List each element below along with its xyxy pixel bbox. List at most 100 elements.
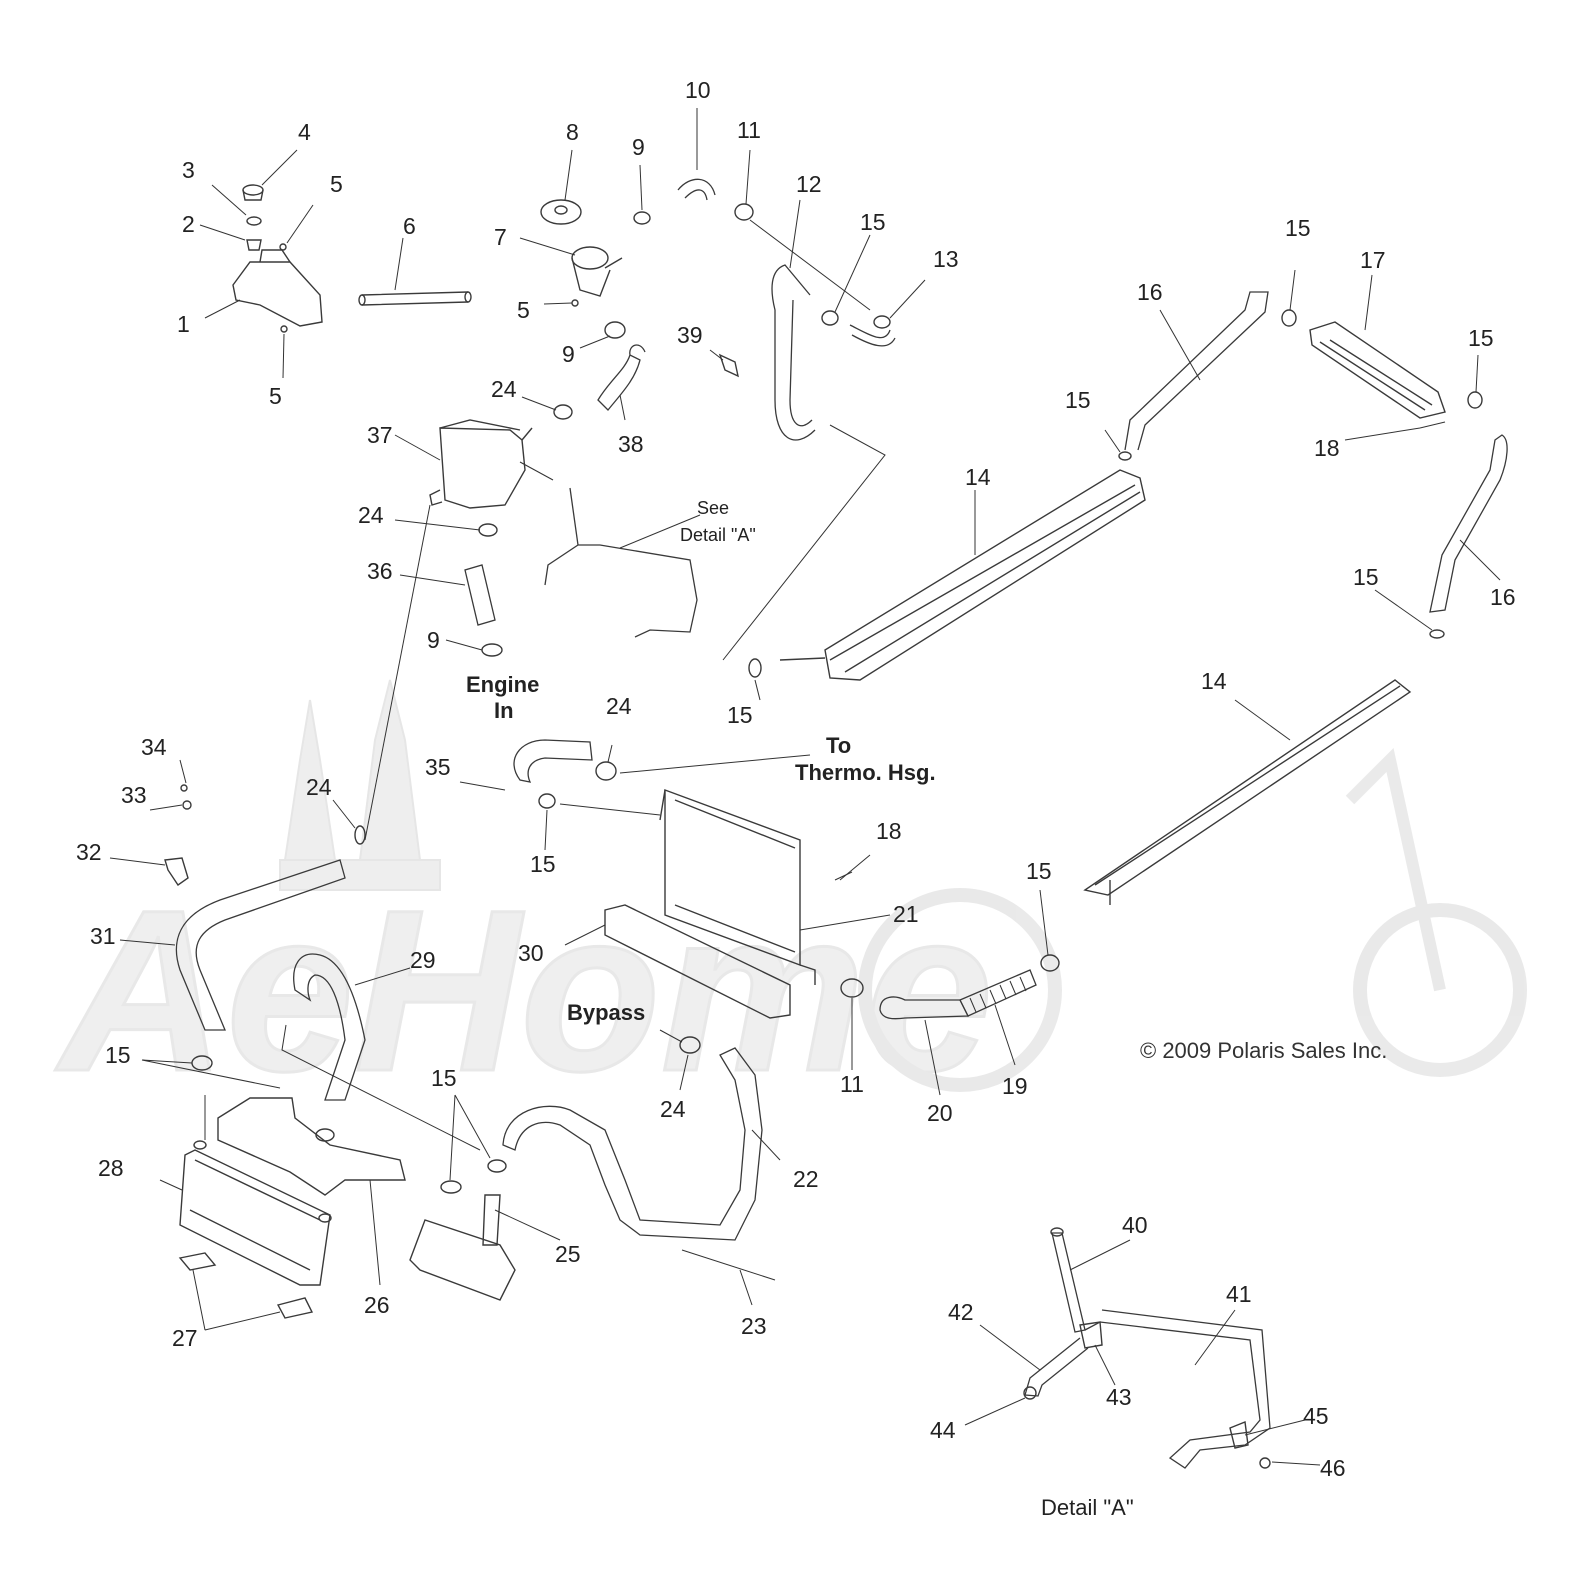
notes: See Detail "A" Engine In To Thermo. Hsg.… <box>466 498 1387 1520</box>
callout-24d: 24 <box>306 774 332 800</box>
filler-neck-part-7 <box>571 246 623 297</box>
hose-part-38 <box>597 344 646 411</box>
callout-31: 31 <box>90 923 116 949</box>
clamp-part-24c <box>595 761 617 781</box>
callout-38: 38 <box>618 431 644 457</box>
clamp-part-24a <box>553 404 573 420</box>
callout-39: 39 <box>677 322 703 348</box>
callout-26: 26 <box>364 1292 390 1318</box>
callout-9c: 9 <box>427 627 440 653</box>
clamp-part-15a <box>821 310 839 326</box>
callout-24a: 24 <box>491 376 517 402</box>
callout-3: 3 <box>182 157 195 183</box>
callout-42: 42 <box>948 1299 974 1325</box>
callout-29: 29 <box>410 947 436 973</box>
engine-in-label-line1: Engine <box>466 672 539 697</box>
callout-1: 1 <box>177 311 190 337</box>
callout-11a: 11 <box>737 117 761 143</box>
callout-14a: 14 <box>965 464 991 490</box>
callout-34: 34 <box>141 734 167 760</box>
pin-part-18b <box>834 871 853 881</box>
callout-6: 6 <box>403 213 416 239</box>
hose-part-13 <box>849 324 896 347</box>
callout-15c: 15 <box>1468 325 1494 351</box>
callout-24b: 24 <box>358 502 384 528</box>
watermark-castle-icon <box>279 679 441 891</box>
clamp-part-15d <box>1281 309 1297 327</box>
pad-part-27a <box>178 1252 217 1271</box>
tube-part-42 <box>1024 1337 1089 1397</box>
callout-43: 43 <box>1106 1384 1132 1410</box>
clamp-part-15f <box>1429 629 1445 639</box>
clamp-part-11b <box>840 978 864 998</box>
callout-14b: 14 <box>1201 668 1227 694</box>
clamp-part-11a <box>734 203 754 221</box>
cap-part-4 <box>242 184 264 201</box>
clamp-part-24e <box>679 1036 701 1054</box>
callout-35: 35 <box>425 754 451 780</box>
callout-9b: 9 <box>562 341 575 367</box>
callout-24e: 24 <box>660 1096 686 1122</box>
detail-a-label: Detail "A" <box>1041 1495 1134 1520</box>
callout-44: 44 <box>930 1417 956 1443</box>
callout-15i: 15 <box>105 1042 131 1068</box>
bolt-part-5b <box>280 325 288 333</box>
callout-16b: 16 <box>1490 584 1516 610</box>
tee-part-43 <box>1079 1321 1103 1349</box>
clamp-part-24b <box>478 523 498 537</box>
callout-11b: 11 <box>840 1071 864 1097</box>
callout-27: 27 <box>172 1325 198 1351</box>
callout-18b: 18 <box>876 818 902 844</box>
callout-5a: 5 <box>330 171 343 197</box>
hose-part-36 <box>464 564 496 626</box>
hose-part-22 <box>502 1047 763 1241</box>
radiator-cap-part-8 <box>540 199 582 225</box>
clip-part-39 <box>718 353 739 378</box>
callout-15a: 15 <box>860 209 886 235</box>
hose-part-31 <box>175 859 346 1031</box>
callout-4: 4 <box>298 119 311 145</box>
tie-part-23 <box>681 1249 776 1281</box>
bracket-part-26 <box>217 1097 406 1196</box>
pin-part-18a <box>1419 421 1446 429</box>
callout-9a: 9 <box>632 134 645 160</box>
callout-13: 13 <box>933 246 959 272</box>
callout-22: 22 <box>793 1166 819 1192</box>
clamp-part-15g <box>538 793 556 809</box>
cooler-part-17 <box>1309 321 1446 419</box>
callout-numbers: 1 2 3 4 5 5 5 6 7 8 9 9 9 10 11 11 12 13… <box>76 77 1516 1481</box>
bolt-part-5a <box>279 243 287 251</box>
tube-part-40 <box>1051 1232 1086 1333</box>
bypass-tube-assembly <box>544 487 698 638</box>
callout-15h: 15 <box>1026 858 1052 884</box>
to-thermo-label-line1: To <box>826 733 851 758</box>
detail-a-assembly <box>1023 1227 1271 1469</box>
callout-2: 2 <box>182 211 195 237</box>
callout-33: 33 <box>121 782 147 808</box>
to-thermo-label-line2: Thermo. Hsg. <box>795 760 936 785</box>
leader-lines <box>109 108 1501 1466</box>
callout-12: 12 <box>796 171 822 197</box>
washer-part-34 <box>180 784 188 792</box>
frame-part-14b <box>1083 679 1412 905</box>
see-detail-note-line1: See <box>697 498 729 518</box>
bolt-part-5c <box>571 299 579 307</box>
tube-part-16a <box>1124 291 1269 451</box>
callout-45: 45 <box>1303 1403 1329 1429</box>
callout-36: 36 <box>367 558 393 584</box>
clamp-part-15c <box>1118 451 1132 461</box>
hose-part-10 <box>677 178 716 201</box>
grommet-part-2 <box>246 239 262 251</box>
callout-15b: 15 <box>1285 215 1311 241</box>
cooler-part-28 <box>179 1140 332 1286</box>
bracket-part-45 <box>1229 1421 1249 1449</box>
callout-15d: 15 <box>1065 387 1091 413</box>
callout-5c: 5 <box>517 297 530 323</box>
callout-10: 10 <box>685 77 711 103</box>
callout-15j: 15 <box>431 1065 457 1091</box>
clamp-part-15e <box>1467 391 1483 409</box>
tube-part-6 <box>358 291 472 306</box>
callout-32: 32 <box>76 839 102 865</box>
pad-part-27b <box>276 1297 314 1319</box>
